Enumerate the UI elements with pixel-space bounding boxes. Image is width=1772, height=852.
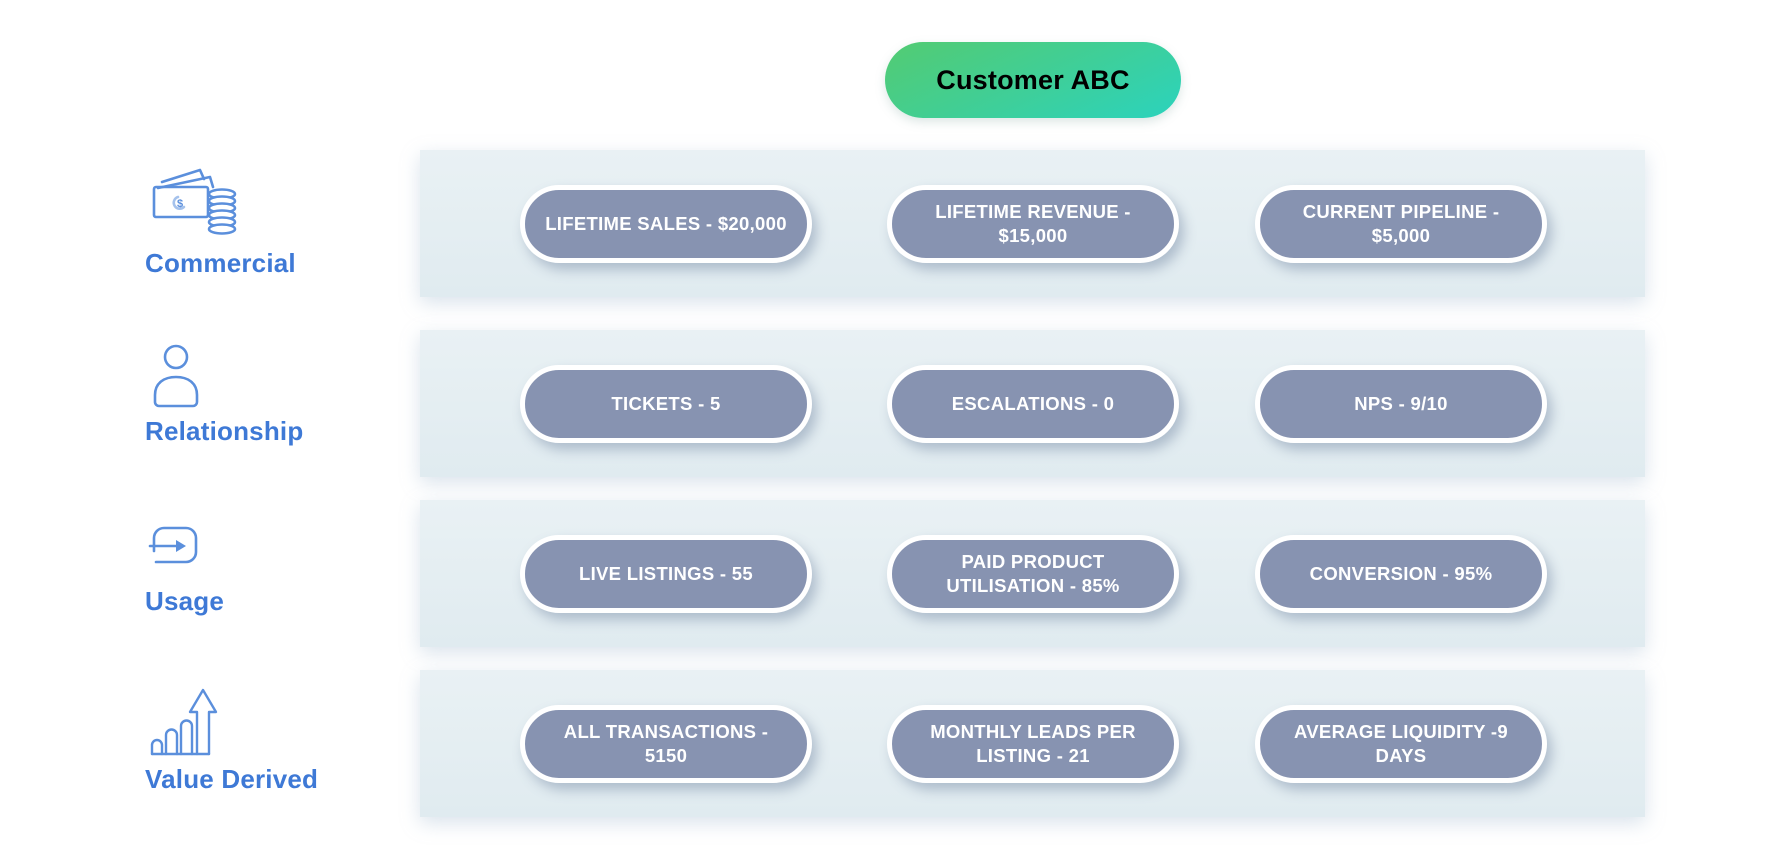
category-label-relationship: Relationship [145,416,304,446]
metric-label: AVERAGE LIQUIDITY -9 DAYS [1294,720,1508,766]
metric-label: LIFETIME REVENUE - $15,000 [935,200,1131,246]
category-label-value-derived: Value Derived [145,764,319,794]
metric-pill-nps: NPS - 9/10 [1255,365,1547,443]
metric-label: CONVERSION - 95% [1309,562,1493,584]
metric-label: MONTHLY LEADS PER LISTING - 21 [930,720,1136,766]
metric-label: CURRENT PIPELINE - $5,000 [1302,200,1500,246]
row-band-usage: LIVE LISTINGS - 55 PAID PRODUCT UTILISAT… [420,500,1645,647]
metric-pill-current-pipeline: CURRENT PIPELINE - $5,000 [1255,185,1547,263]
category-label-usage: Usage [145,586,225,616]
metric-pill-average-liquidity: AVERAGE LIQUIDITY -9 DAYS [1255,705,1547,783]
category-label-commercial: Commercial [145,248,296,278]
metric-pill-escalations: ESCALATIONS - 0 [887,365,1179,443]
customer-name-pill: Customer ABC [885,42,1181,118]
row-band-commercial: LIFETIME SALES - $20,000 LIFETIME REVENU… [420,150,1645,297]
money-coins-icon: $ [148,160,240,244]
metric-pill-all-transactions: ALL TRANSACTIONS - 5150 [520,705,812,783]
metric-label: LIVE LISTINGS - 55 [579,562,753,584]
metric-pill-paid-product-utilisation: PAID PRODUCT UTILISATION - 85% [887,535,1179,613]
metric-pill-conversion: CONVERSION - 95% [1255,535,1547,613]
arrow-into-box-icon [146,520,208,572]
metric-label: LIFETIME SALES - $20,000 [545,212,787,234]
metric-label: ALL TRANSACTIONS - 5150 [563,720,769,766]
svg-text:$: $ [177,198,183,210]
metric-label: ESCALATIONS - 0 [951,392,1115,414]
growth-arrow-chart-icon [146,676,218,760]
metric-label: PAID PRODUCT UTILISATION - 85% [946,550,1120,596]
metric-pill-monthly-leads-per-listing: MONTHLY LEADS PER LISTING - 21 [887,705,1179,783]
metric-pill-tickets: TICKETS - 5 [520,365,812,443]
row-band-value-derived: ALL TRANSACTIONS - 5150 MONTHLY LEADS PE… [420,670,1645,817]
metric-label: NPS - 9/10 [1354,392,1448,414]
metric-label: TICKETS - 5 [611,392,721,414]
person-icon [150,344,206,408]
metric-pill-live-listings: LIVE LISTINGS - 55 [520,535,812,613]
metric-pill-lifetime-sales: LIFETIME SALES - $20,000 [520,185,812,263]
metric-pill-lifetime-revenue: LIFETIME REVENUE - $15,000 [887,185,1179,263]
customer-name: Customer ABC [936,64,1130,95]
row-band-relationship: TICKETS - 5 ESCALATIONS - 0 NPS - 9/10 [420,330,1645,477]
